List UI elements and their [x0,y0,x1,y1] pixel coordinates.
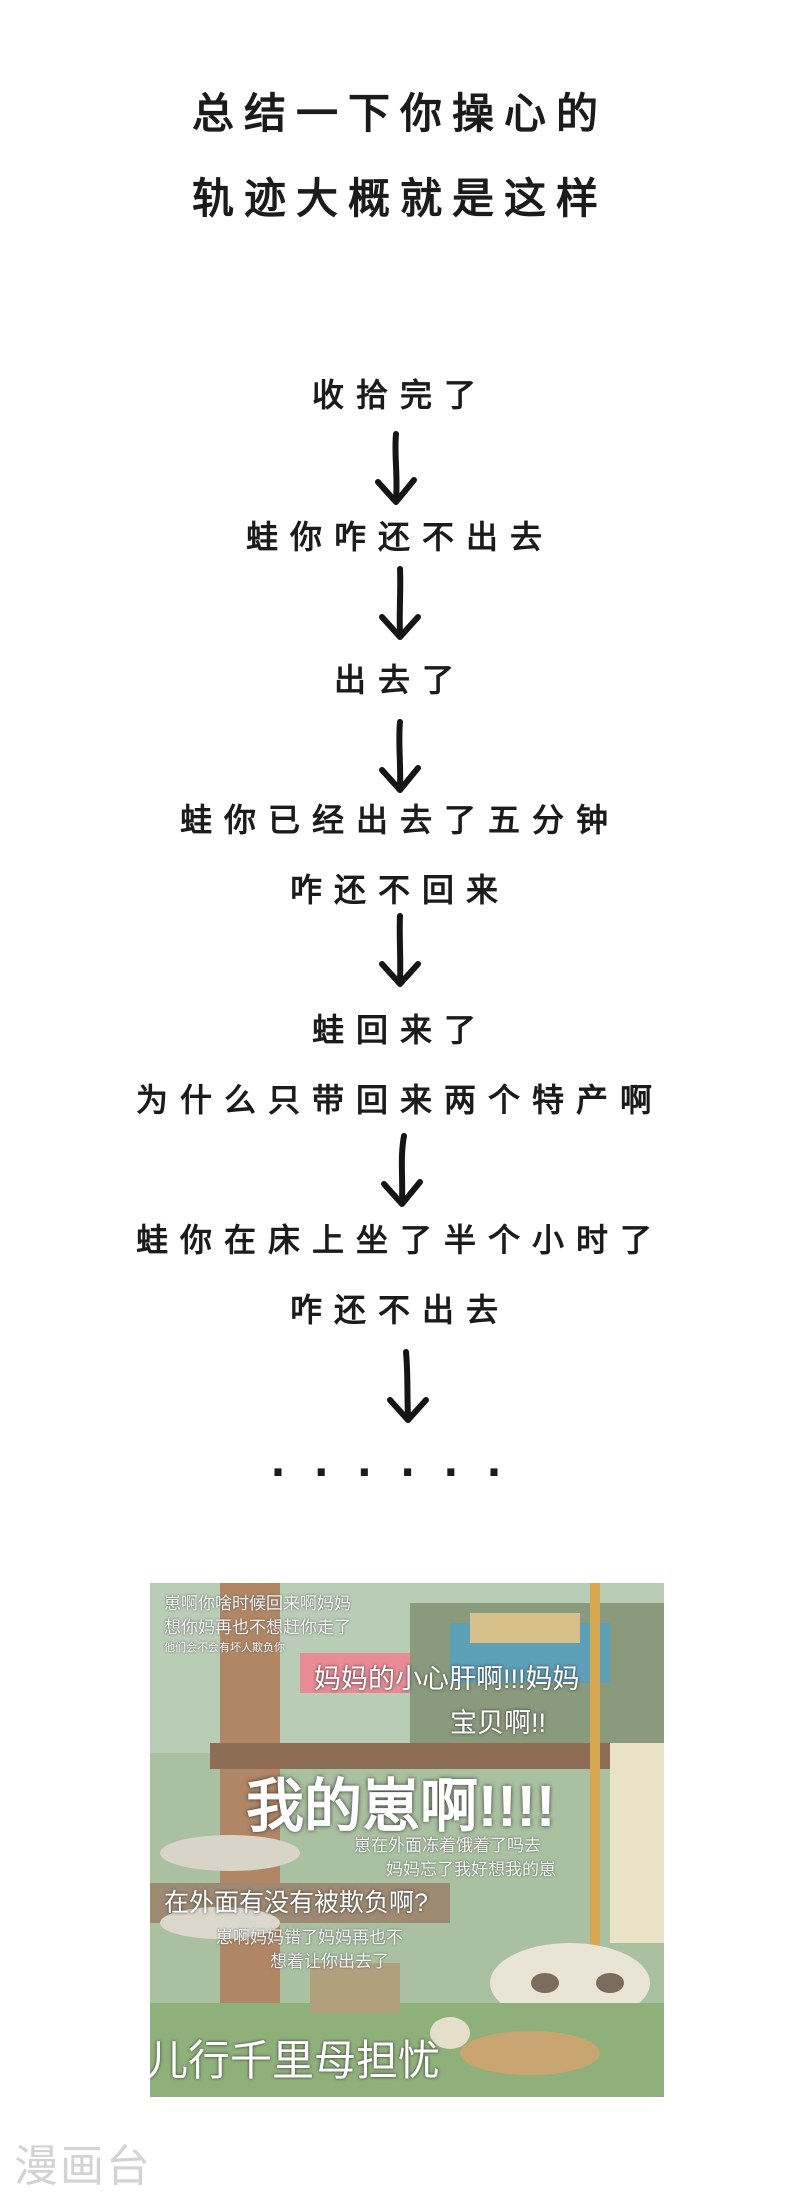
down-arrow-icon [370,718,430,798]
meme-text-1: 崽啊你啥时候回来啊妈妈 [164,1594,351,1613]
title-line-1: 总结一下你操心的 [191,89,608,138]
meme-text-9: 在外面有没有被欺负啊? [164,1889,428,1917]
down-arrow-icon [370,565,430,645]
meme-text-10: 崽啊妈妈错了妈妈再也不 [216,1928,403,1947]
down-arrow-icon [370,912,430,992]
flow-line-9: 咋还不出去 [289,1291,510,1329]
watermark-logo: 漫画台 [14,2141,152,2192]
meme-text-8: 妈妈忘了我好想我的崽 [386,1860,556,1879]
meme-image: 崽啊你啥时候回来啊妈妈 想你妈再也不想赶你走了 他们会不会有坏人欺负你 妈妈的小… [150,1583,664,2097]
meme-text-5: 宝贝啊!! [450,1708,547,1738]
ellipsis-dots: ...... [270,1440,530,1486]
flow-line-4: 蛙你已经出去了五分钟 [179,801,620,839]
title-line-2: 轨迹大概就是这样 [191,174,608,223]
flow-line-2: 蛙你咋还不出去 [245,518,554,556]
meme-text-6: 我的崽啊!!!! [246,1774,556,1839]
down-arrow-icon [372,1132,432,1212]
flow-line-8: 蛙你在床上坐了半个小时了 [135,1221,664,1259]
flow-line-7: 为什么只带回来两个特产啊 [135,1081,664,1119]
room-illustration [150,1583,664,2097]
down-arrow-icon [366,430,426,510]
meme-text-4: 妈妈的小心肝啊!!!妈妈 [314,1664,580,1694]
flow-line-5: 咋还不回来 [289,871,510,909]
flow-line-3: 出去了 [333,661,466,699]
meme-text-3: 他们会不会有坏人欺负你 [164,1642,285,1654]
down-arrow-icon [378,1348,438,1428]
flow-line-6: 蛙回来了 [311,1011,488,1049]
flow-line-1: 收拾完了 [311,376,488,414]
meme-text-11: 想着让你出去了 [270,1952,389,1971]
meme-text-2: 想你妈再也不想赶你走了 [164,1618,351,1637]
meme-text-12: 儿行千里母担忧 [150,2037,441,2084]
meme-text-7: 崽在外面冻着饿着了吗去 [354,1836,541,1855]
